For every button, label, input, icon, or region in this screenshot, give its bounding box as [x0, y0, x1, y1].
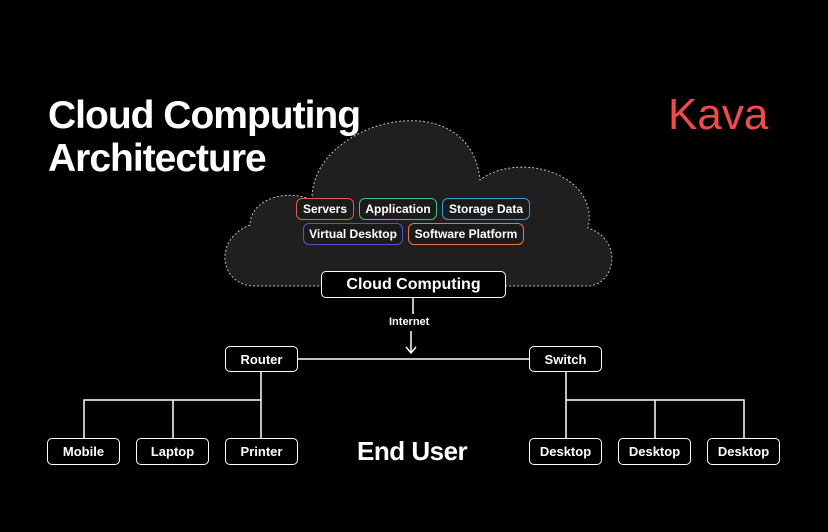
internet-label: Internet	[389, 316, 430, 328]
device-desktop-1: Desktop	[529, 438, 602, 465]
service-chip-virtual-desktop: Virtual Desktop	[303, 223, 403, 245]
brand-logo: Kava	[668, 90, 769, 139]
switch-branch	[566, 399, 745, 439]
internet-arrow-head	[405, 346, 417, 355]
page-title: Cloud Computing Architecture	[48, 94, 361, 180]
switch-node: Switch	[529, 346, 602, 372]
device-laptop: Laptop	[136, 438, 209, 465]
end-user-label: End User	[357, 436, 468, 466]
service-chip-servers: Servers	[296, 198, 354, 220]
cloud-computing-node: Cloud Computing	[321, 271, 506, 298]
device-printer: Printer	[225, 438, 298, 465]
router-branch	[83, 399, 261, 439]
title-line-1: Cloud Computing	[48, 94, 361, 137]
service-chip-software-platform: Software Platform	[408, 223, 524, 245]
router-node: Router	[225, 346, 298, 372]
title-line-2: Architecture	[48, 137, 267, 180]
device-mobile: Mobile	[47, 438, 120, 465]
device-desktop-2: Desktop	[618, 438, 691, 465]
service-chip-application: Application	[359, 198, 437, 220]
service-chip-storage-data: Storage Data	[442, 198, 530, 220]
device-desktop-3: Desktop	[707, 438, 780, 465]
